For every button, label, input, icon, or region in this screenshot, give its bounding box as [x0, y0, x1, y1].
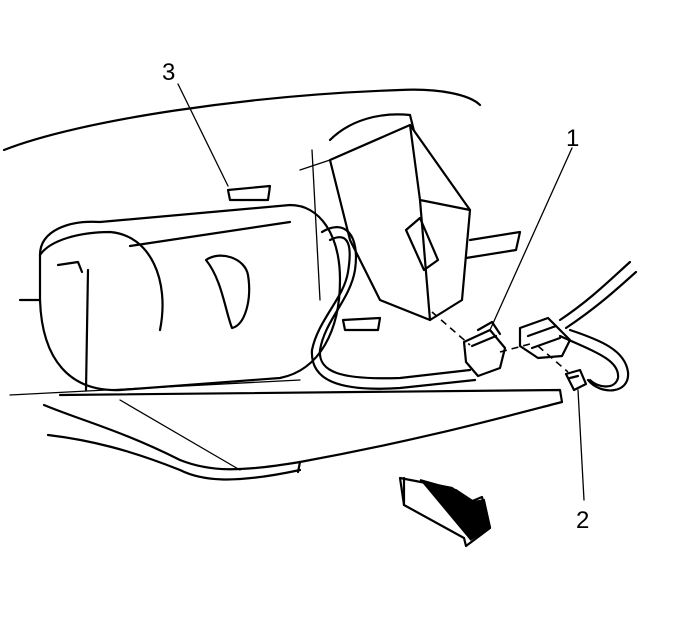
- seat-harness-connector: [462, 320, 507, 378]
- front-direction-arrow-icon: [398, 476, 492, 548]
- leader-lines: [177, 83, 585, 501]
- seat-trim: [9, 379, 564, 481]
- alignment-lines: [431, 311, 569, 373]
- vehicle-harness-connector: [518, 260, 638, 392]
- callout-2: 2: [576, 507, 589, 534]
- callout-1: 1: [566, 125, 579, 152]
- wire-harness: [310, 226, 477, 390]
- callout-3: 3: [162, 59, 175, 86]
- connector-terminal: [564, 368, 588, 392]
- seat-cushion: [18, 184, 342, 392]
